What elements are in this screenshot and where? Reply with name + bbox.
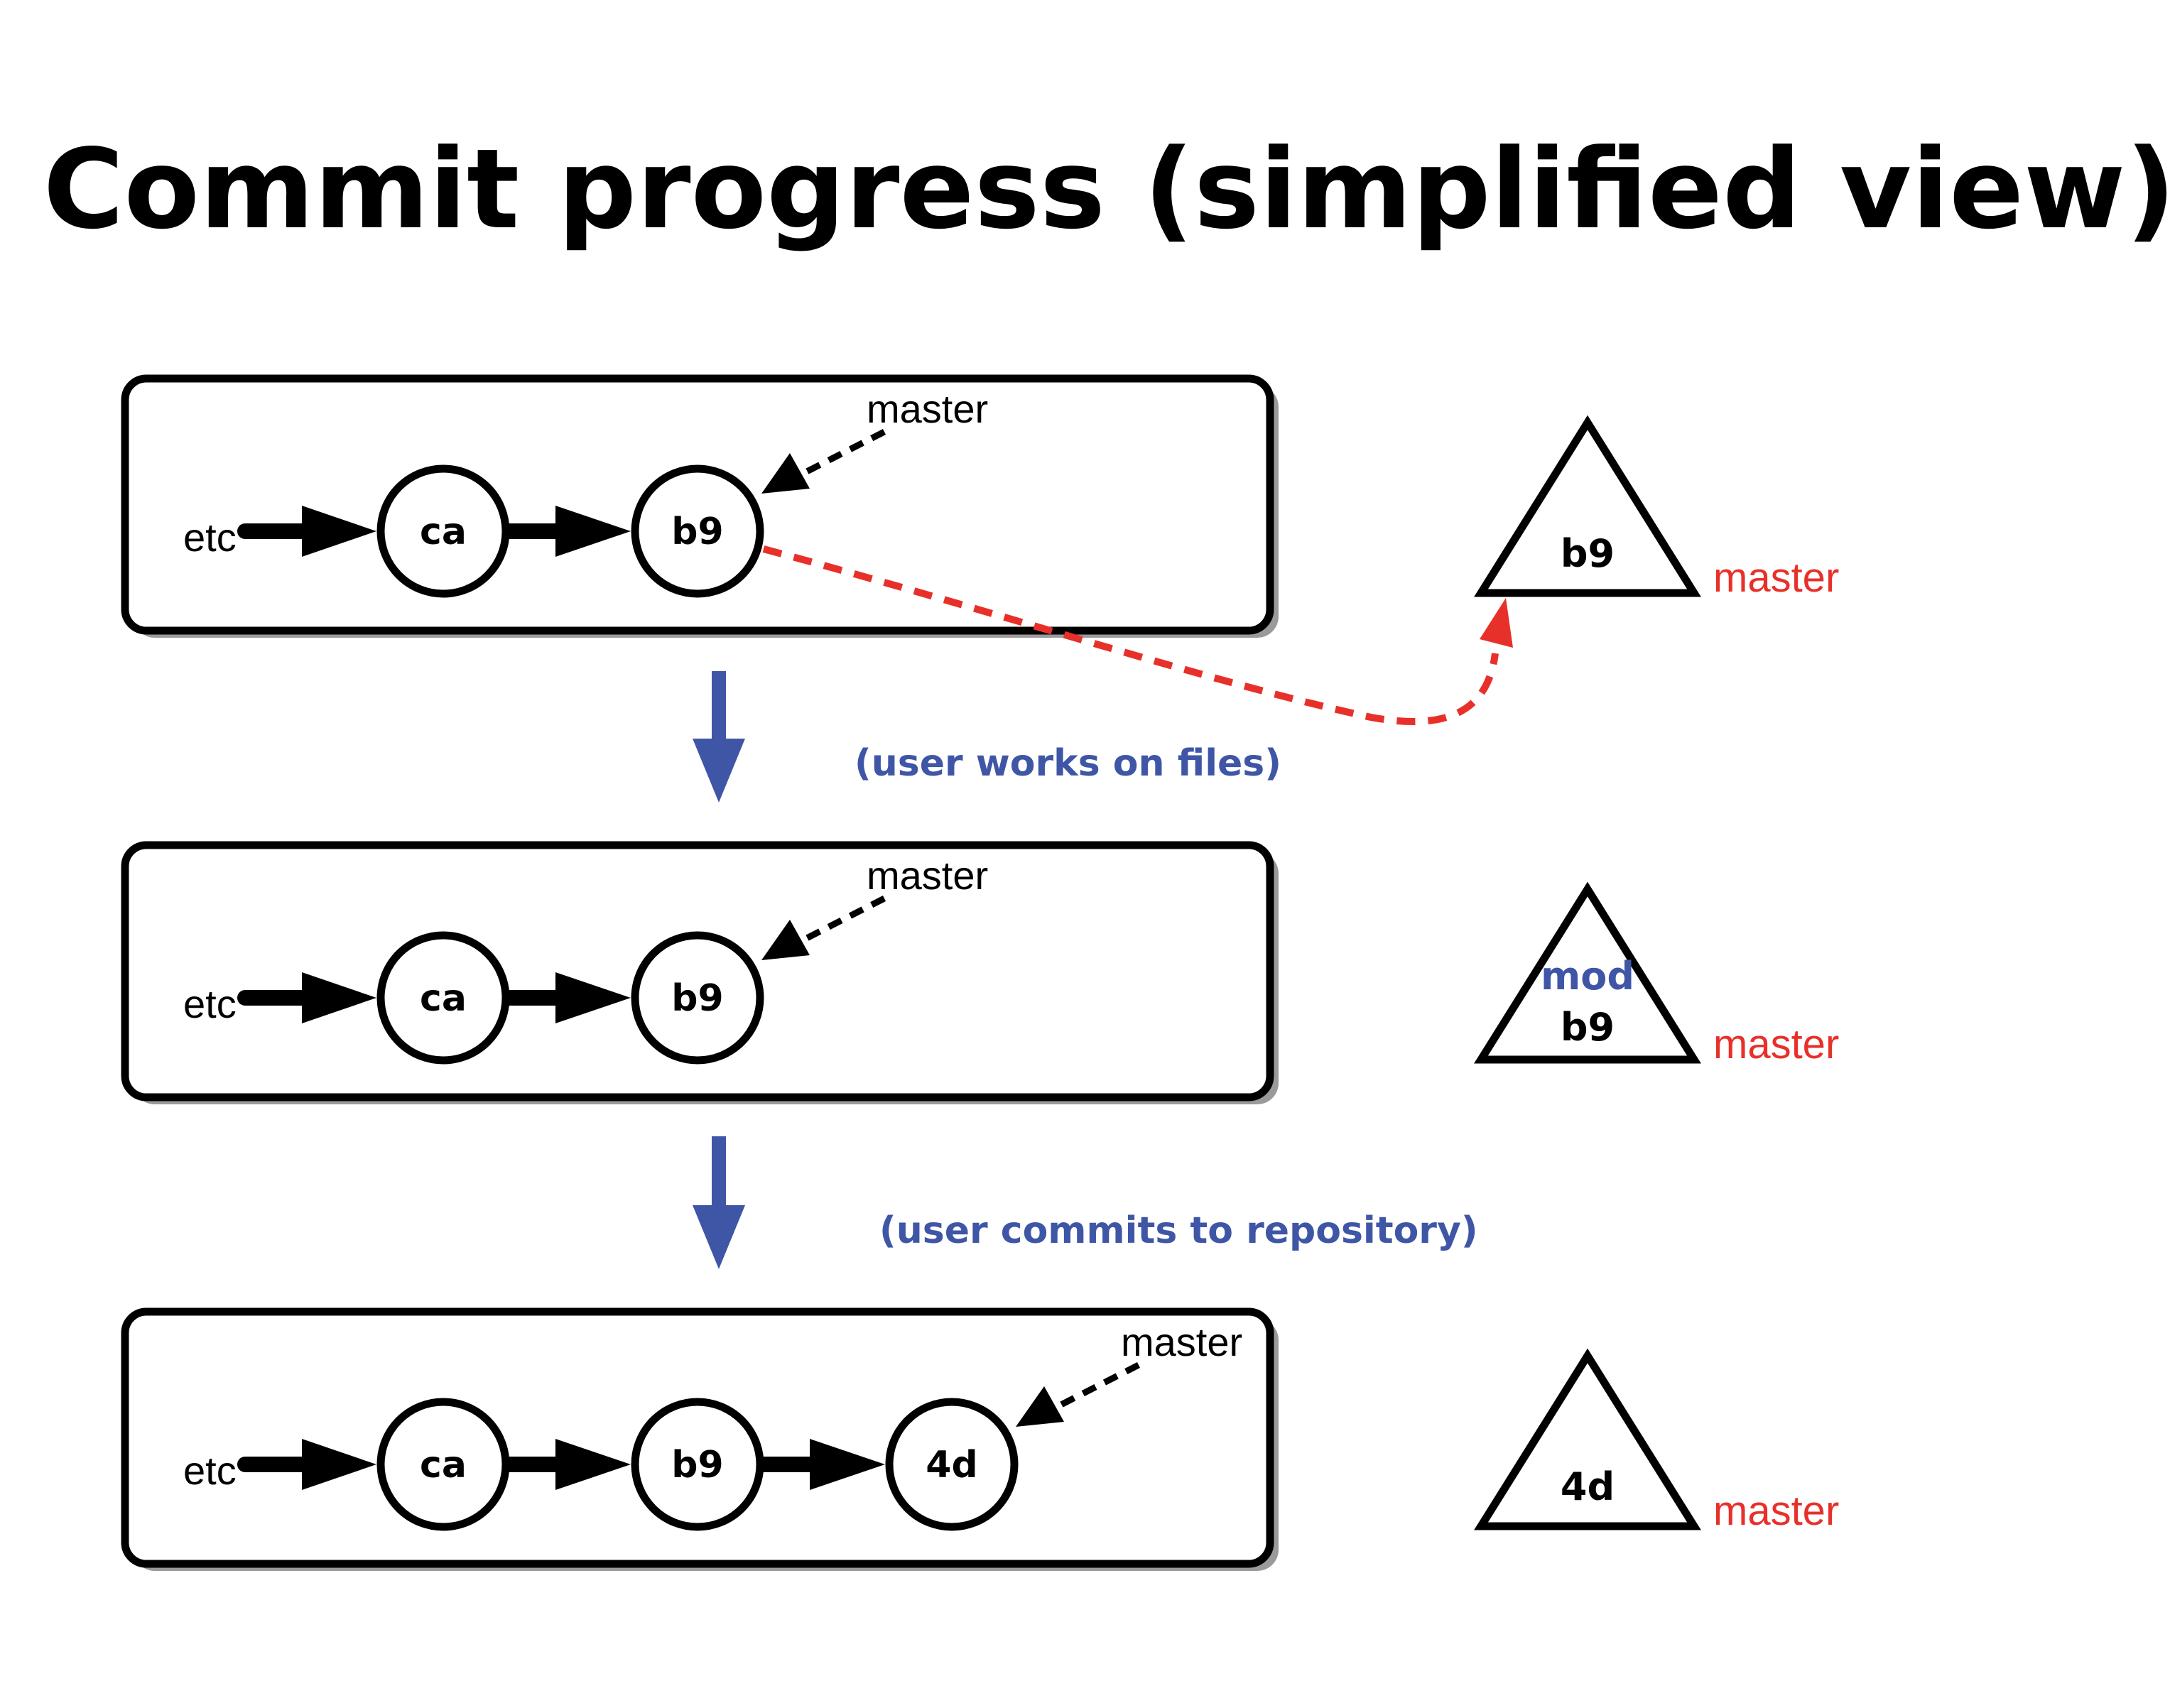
step-arrow-head — [693, 739, 745, 803]
diagram-title: Commit progress (simplified view) — [43, 125, 2170, 254]
working-tree-3: 4d master — [1474, 1348, 1839, 1534]
working-tree-branch-label: master — [1713, 555, 1839, 601]
working-tree-2: mod b9 master — [1474, 881, 1839, 1067]
working-tree-triangle — [1474, 1348, 1701, 1530]
etc-label: etc — [183, 515, 237, 560]
parent-arrow-head — [555, 506, 631, 557]
checkout-arrow-head — [1480, 598, 1513, 648]
branch-pointer-line — [1053, 1361, 1141, 1411]
commit-label-ca: ca — [420, 511, 467, 553]
commit-label-b9: b9 — [671, 1444, 723, 1486]
repo-panel-3: etc ca b9 4d master — [121, 1307, 1279, 1571]
branch-pointer-head — [761, 453, 810, 494]
parent-arrow-head — [555, 972, 631, 1023]
branch-pointer-head — [761, 920, 810, 960]
commit-node-4d — [885, 1398, 1019, 1531]
step-label-work: (user works on files) — [855, 742, 1281, 785]
branch-label-master: master — [1121, 1320, 1242, 1364]
parent-arrow-head — [810, 1439, 885, 1490]
step-label-commit: (user commits to repository) — [879, 1209, 1478, 1252]
commit-label-ca: ca — [420, 977, 467, 1020]
working-tree-1: b9 master — [1474, 415, 1839, 601]
working-tree-label: 4d — [1561, 1464, 1615, 1509]
working-tree-label: b9 — [1561, 1005, 1615, 1050]
working-tree-branch-label: master — [1713, 1021, 1839, 1067]
working-tree-triangle — [1474, 881, 1701, 1064]
history-arrow-head — [302, 506, 376, 557]
working-tree-branch-label: master — [1713, 1488, 1839, 1534]
commit-node-b9 — [631, 464, 764, 598]
checkout-arrow-line — [762, 545, 1499, 725]
commit-label-4d: 4d — [926, 1444, 977, 1486]
repo-panel-1: etc ca b9 master — [121, 374, 1279, 638]
history-arrow-head — [302, 972, 376, 1023]
commit-label-b9: b9 — [671, 511, 723, 553]
branch-pointer-line — [799, 428, 886, 478]
working-tree-mod-label: mod — [1541, 954, 1634, 999]
commit-label-ca: ca — [420, 1444, 467, 1486]
step-arrow-head — [693, 1205, 745, 1269]
working-tree-triangle — [1474, 415, 1701, 597]
branch-label-master: master — [867, 386, 988, 431]
parent-arrow-head — [555, 1439, 631, 1490]
branch-pointer-line — [799, 895, 886, 945]
repo-panel-2: etc ca b9 master — [121, 841, 1279, 1104]
commit-label-b9: b9 — [671, 977, 723, 1020]
etc-label: etc — [183, 1448, 237, 1493]
working-tree-label: b9 — [1561, 531, 1615, 576]
branch-pointer-head — [1016, 1386, 1064, 1427]
branch-label-master: master — [867, 853, 988, 898]
etc-label: etc — [183, 981, 237, 1026]
commit-node-b9 — [631, 931, 764, 1065]
history-arrow-head — [302, 1439, 376, 1490]
